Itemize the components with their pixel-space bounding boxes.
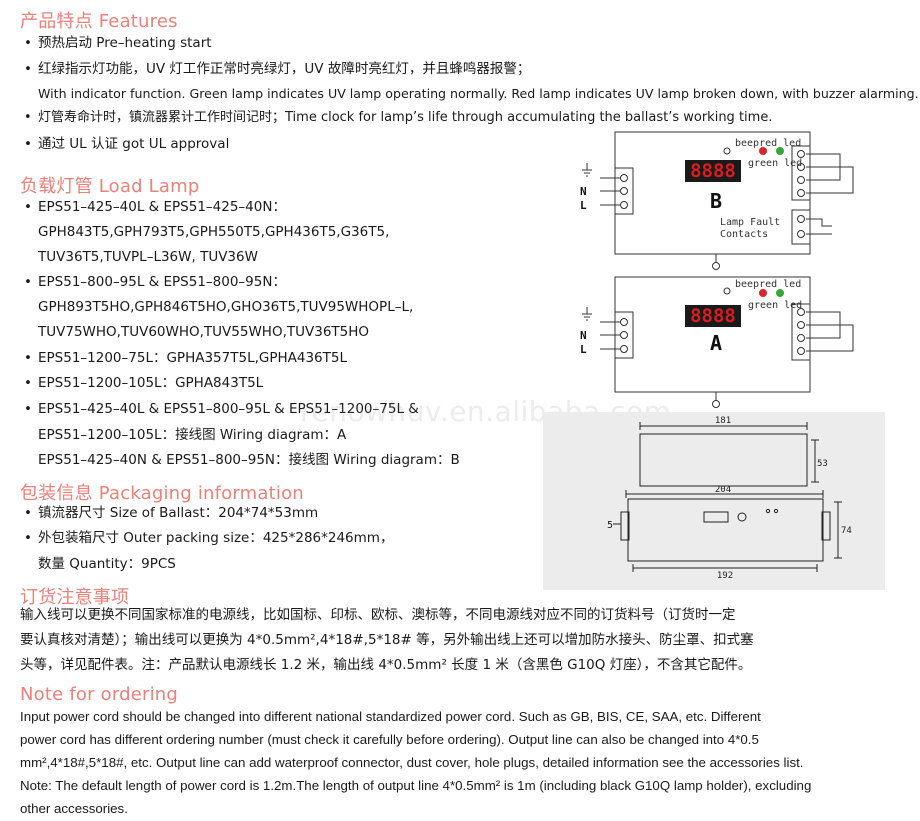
diagram-letter: A: [710, 331, 722, 355]
red-led: [759, 289, 767, 297]
features-item: 预热启动 Pre–heating start: [24, 35, 212, 51]
load-lamp-line: TUV36T5,TUVPL–L36W, TUV36W: [38, 249, 258, 265]
dim-height: 53: [817, 459, 828, 469]
load-lamp-line: GPH843T5,GPH793T5,GPH550T5,GPH436T5,G36T…: [38, 224, 390, 240]
load-lamp-line: EPS51–1200–75L：GPHA357T5L,GPHA436T5L: [24, 350, 347, 366]
ordering-en-line: mm²,4*18#,5*18#, etc. Output line can ad…: [20, 755, 804, 770]
load-lamp-line: EPS51–1200–105L：接线图 Wiring diagram：A: [38, 427, 347, 443]
ordering-cn-line: 头等，详见配件表。注：产品默认电源线长 1.2 米，输出线 4*0.5mm² 长…: [20, 657, 752, 673]
dim-body-height: 74: [841, 526, 852, 536]
ordering-en-line: Note: The default length of power cord i…: [20, 778, 812, 793]
front-display: [703, 511, 729, 523]
green-led: [776, 147, 784, 155]
dimension-panel: [543, 412, 885, 590]
led-display: [685, 160, 741, 182]
load-lamp-line: TUV75WHO,TUV60WHO,TUV55WHO,TUV36T5HO: [38, 324, 370, 340]
terminal-label-l: L: [580, 343, 587, 356]
terminal-label-n: N: [580, 185, 587, 198]
features-item: With indicator function. Green lamp indi…: [38, 86, 919, 101]
green-label: green led: [748, 300, 802, 311]
load-lamp-line: EPS51–800–95L & EPS51–800–95N：: [24, 274, 286, 290]
beeper-icon: [723, 287, 731, 295]
fault-label: Lamp Fault: [720, 217, 780, 228]
green-label: green led: [748, 158, 802, 169]
green-led: [776, 289, 784, 297]
dim-top-width: 181: [715, 416, 731, 426]
led-display: [685, 305, 741, 327]
load-lamp-line: EPS51–1200–105L：GPHA843T5L: [24, 375, 263, 391]
packaging-line: 外包装箱尺寸 Outer packing size：425*286*246mm，: [24, 530, 393, 546]
beeper-label: beepred led: [735, 138, 801, 149]
terminal-label-l: L: [580, 199, 587, 212]
ordering-en-line: power cord has different ordering number…: [20, 732, 759, 747]
beeper-icon: [723, 147, 731, 155]
features-item: 通过 UL 认证 got UL approval: [24, 136, 229, 152]
packaging-heading: 包装信息 Packaging information: [20, 483, 304, 504]
output-terminal-block: [791, 145, 811, 201]
wiring-diagram-a: 8888 beepred led green led A N L: [580, 276, 854, 408]
fault-terminal-block: [791, 209, 811, 245]
wiring-diagram-b: 8888 beepred led green led B Lamp Fault …: [580, 131, 854, 270]
dim-hole: 5: [607, 520, 613, 531]
load-lamp-line: GPH893T5HO,GPH846T5HO,GHO36T5,TUV95WHOPL…: [38, 299, 414, 315]
packaging-line: 镇流器尺寸 Size of Ballast：204*74*53mm: [24, 505, 318, 521]
beeper-label: beepred led: [735, 279, 801, 290]
display-digits: 8888: [690, 305, 736, 327]
load-lamp-line: EPS51–425–40N & EPS51–800–95N：接线图 Wiring…: [38, 452, 460, 468]
ordering-cn-line: 输入线可以更换不同国家标准的电源线，比如国标、印标、欧标、澳标等，不同电源线对应…: [20, 607, 736, 623]
ordering-en-line: Input power cord should be changed into …: [20, 709, 761, 724]
load-lamp-line: EPS51–425–40L & EPS51–800–95L & EPS51–12…: [24, 401, 419, 417]
ordering-cn-heading: 订货注意事项: [20, 587, 130, 608]
dim-body-width: 204: [715, 485, 731, 495]
ordering-cn-line: 要认真核对清楚）；输出线可以更换为 4*0.5mm²,4*18#,5*18# 等…: [20, 632, 754, 648]
features-heading: 产品特点 Features: [20, 11, 178, 32]
features-item: 灯管寿命计时，镇流器累计工作时间记时；Time clock for lamp’s…: [24, 110, 772, 126]
dimension-drawing: 181 53 204 74 192 5: [607, 416, 852, 581]
fault-label: Contacts: [720, 229, 768, 240]
red-led: [759, 147, 767, 155]
diagram-letter: B: [710, 189, 722, 213]
load-lamp-heading: 负载灯管 Load Lamp: [20, 176, 200, 197]
ballast-front-view: [627, 498, 824, 562]
ordering-en-heading: Note for ordering: [20, 684, 179, 705]
packaging-line: 数量 Quantity：9PCS: [38, 556, 176, 572]
display-digits: 8888: [690, 160, 736, 182]
ballast-top-view: [639, 433, 808, 487]
dim-mount-width: 192: [717, 571, 733, 581]
load-lamp-line: EPS51–425–40L & EPS51–425–40N：: [24, 199, 286, 215]
ordering-en-line: other accessories.: [20, 801, 128, 816]
output-terminal-block: [791, 303, 811, 361]
features-item: 红绿指示灯功能，UV 灯工作正常时亮绿灯，UV 故障时亮红灯，并且蜂鸣器报警；: [24, 61, 530, 77]
terminal-label-n: N: [580, 329, 587, 342]
